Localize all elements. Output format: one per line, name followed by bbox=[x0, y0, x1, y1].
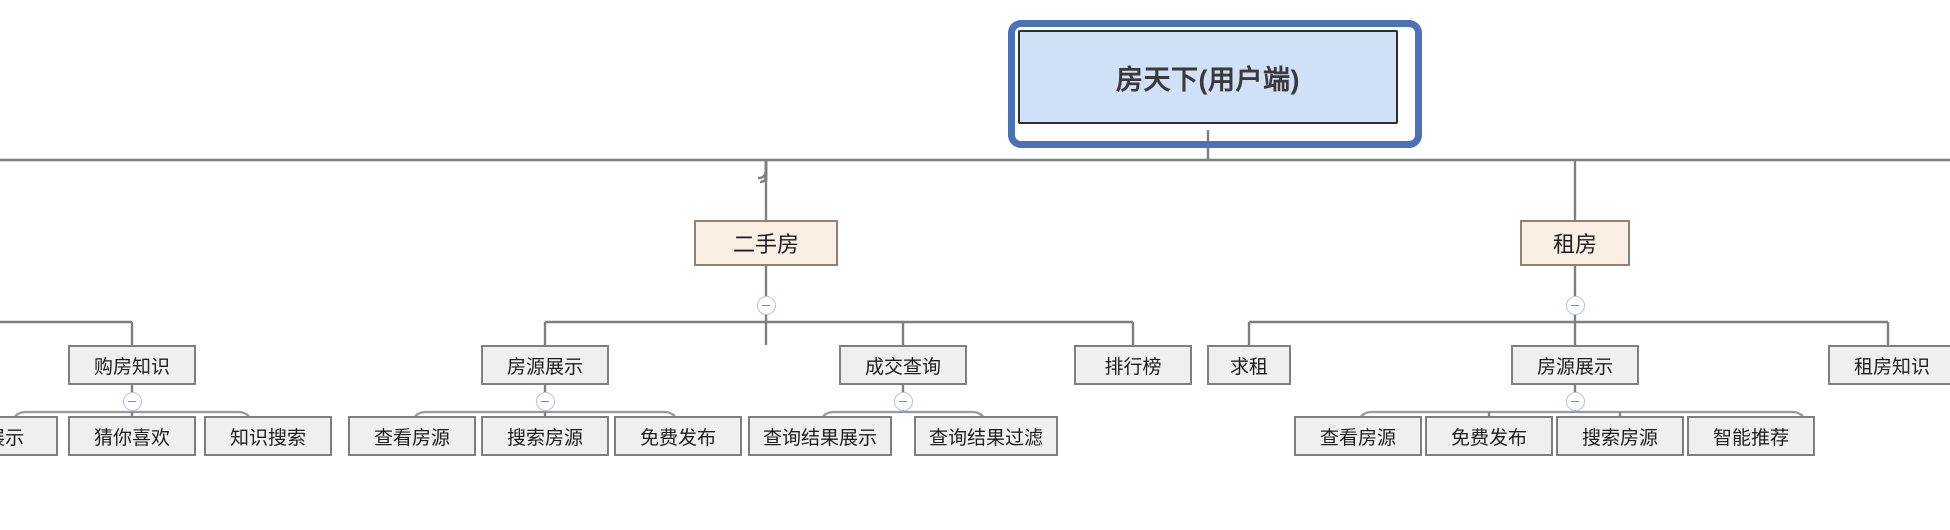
node-sousuofangyuan-left[interactable]: 搜索房源 bbox=[481, 416, 609, 456]
node-zhishizhanshi[interactable]: 展示 bbox=[0, 416, 58, 456]
node-qiuzu[interactable]: 求租 bbox=[1207, 345, 1291, 385]
node-goufangzhishi[interactable]: 购房知识 bbox=[68, 345, 196, 385]
node-zhinengtuijian[interactable]: 智能推荐 bbox=[1687, 416, 1815, 456]
collapse-toggle-ershoufang[interactable] bbox=[756, 296, 776, 315]
collapse-toggle-goufangzhishi[interactable] bbox=[122, 392, 142, 411]
node-chengjiaochaxun[interactable]: 成交查询 bbox=[839, 345, 967, 385]
collapse-toggle-zufang[interactable] bbox=[1565, 296, 1585, 315]
node-zufangzhishi[interactable]: 租房知识 bbox=[1828, 345, 1950, 385]
node-chaxunjieguozhanshi[interactable]: 查询结果展示 bbox=[748, 416, 892, 456]
node-mianfeifabu-left[interactable]: 免费发布 bbox=[614, 416, 742, 456]
node-zhishisousuo[interactable]: 知识搜索 bbox=[204, 416, 332, 456]
node-root-fangtianxia[interactable]: 房天下(用户端) bbox=[1018, 30, 1398, 124]
collapse-toggle-fangyuanzhanshi-left[interactable] bbox=[535, 392, 555, 411]
node-chaxunjieguoguolv[interactable]: 查询结果过滤 bbox=[914, 416, 1058, 456]
root-selection-outline bbox=[1008, 20, 1422, 148]
node-zufang[interactable]: 租房 bbox=[1520, 220, 1630, 266]
node-mianfeifabu-right[interactable]: 免费发布 bbox=[1425, 416, 1553, 456]
collapse-toggle-fangyuanzhanshi-right[interactable] bbox=[1565, 392, 1585, 411]
node-fangyuanzhanshi-right[interactable]: 房源展示 bbox=[1511, 345, 1639, 385]
collapse-toggle-chengjiaochaxun[interactable] bbox=[893, 392, 913, 411]
node-cainixihuan[interactable]: 猜你喜欢 bbox=[68, 416, 196, 456]
node-chakanfangyuan-right[interactable]: 查看房源 bbox=[1294, 416, 1422, 456]
node-sousuofangyuan-right[interactable]: 搜索房源 bbox=[1556, 416, 1684, 456]
node-paihangbang[interactable]: 排行榜 bbox=[1074, 345, 1192, 385]
node-ershoufang[interactable]: 二手房 bbox=[694, 220, 838, 266]
node-fangyuanzhanshi-left[interactable]: 房源展示 bbox=[481, 345, 609, 385]
node-chakanfangyuan-left[interactable]: 查看房源 bbox=[348, 416, 476, 456]
